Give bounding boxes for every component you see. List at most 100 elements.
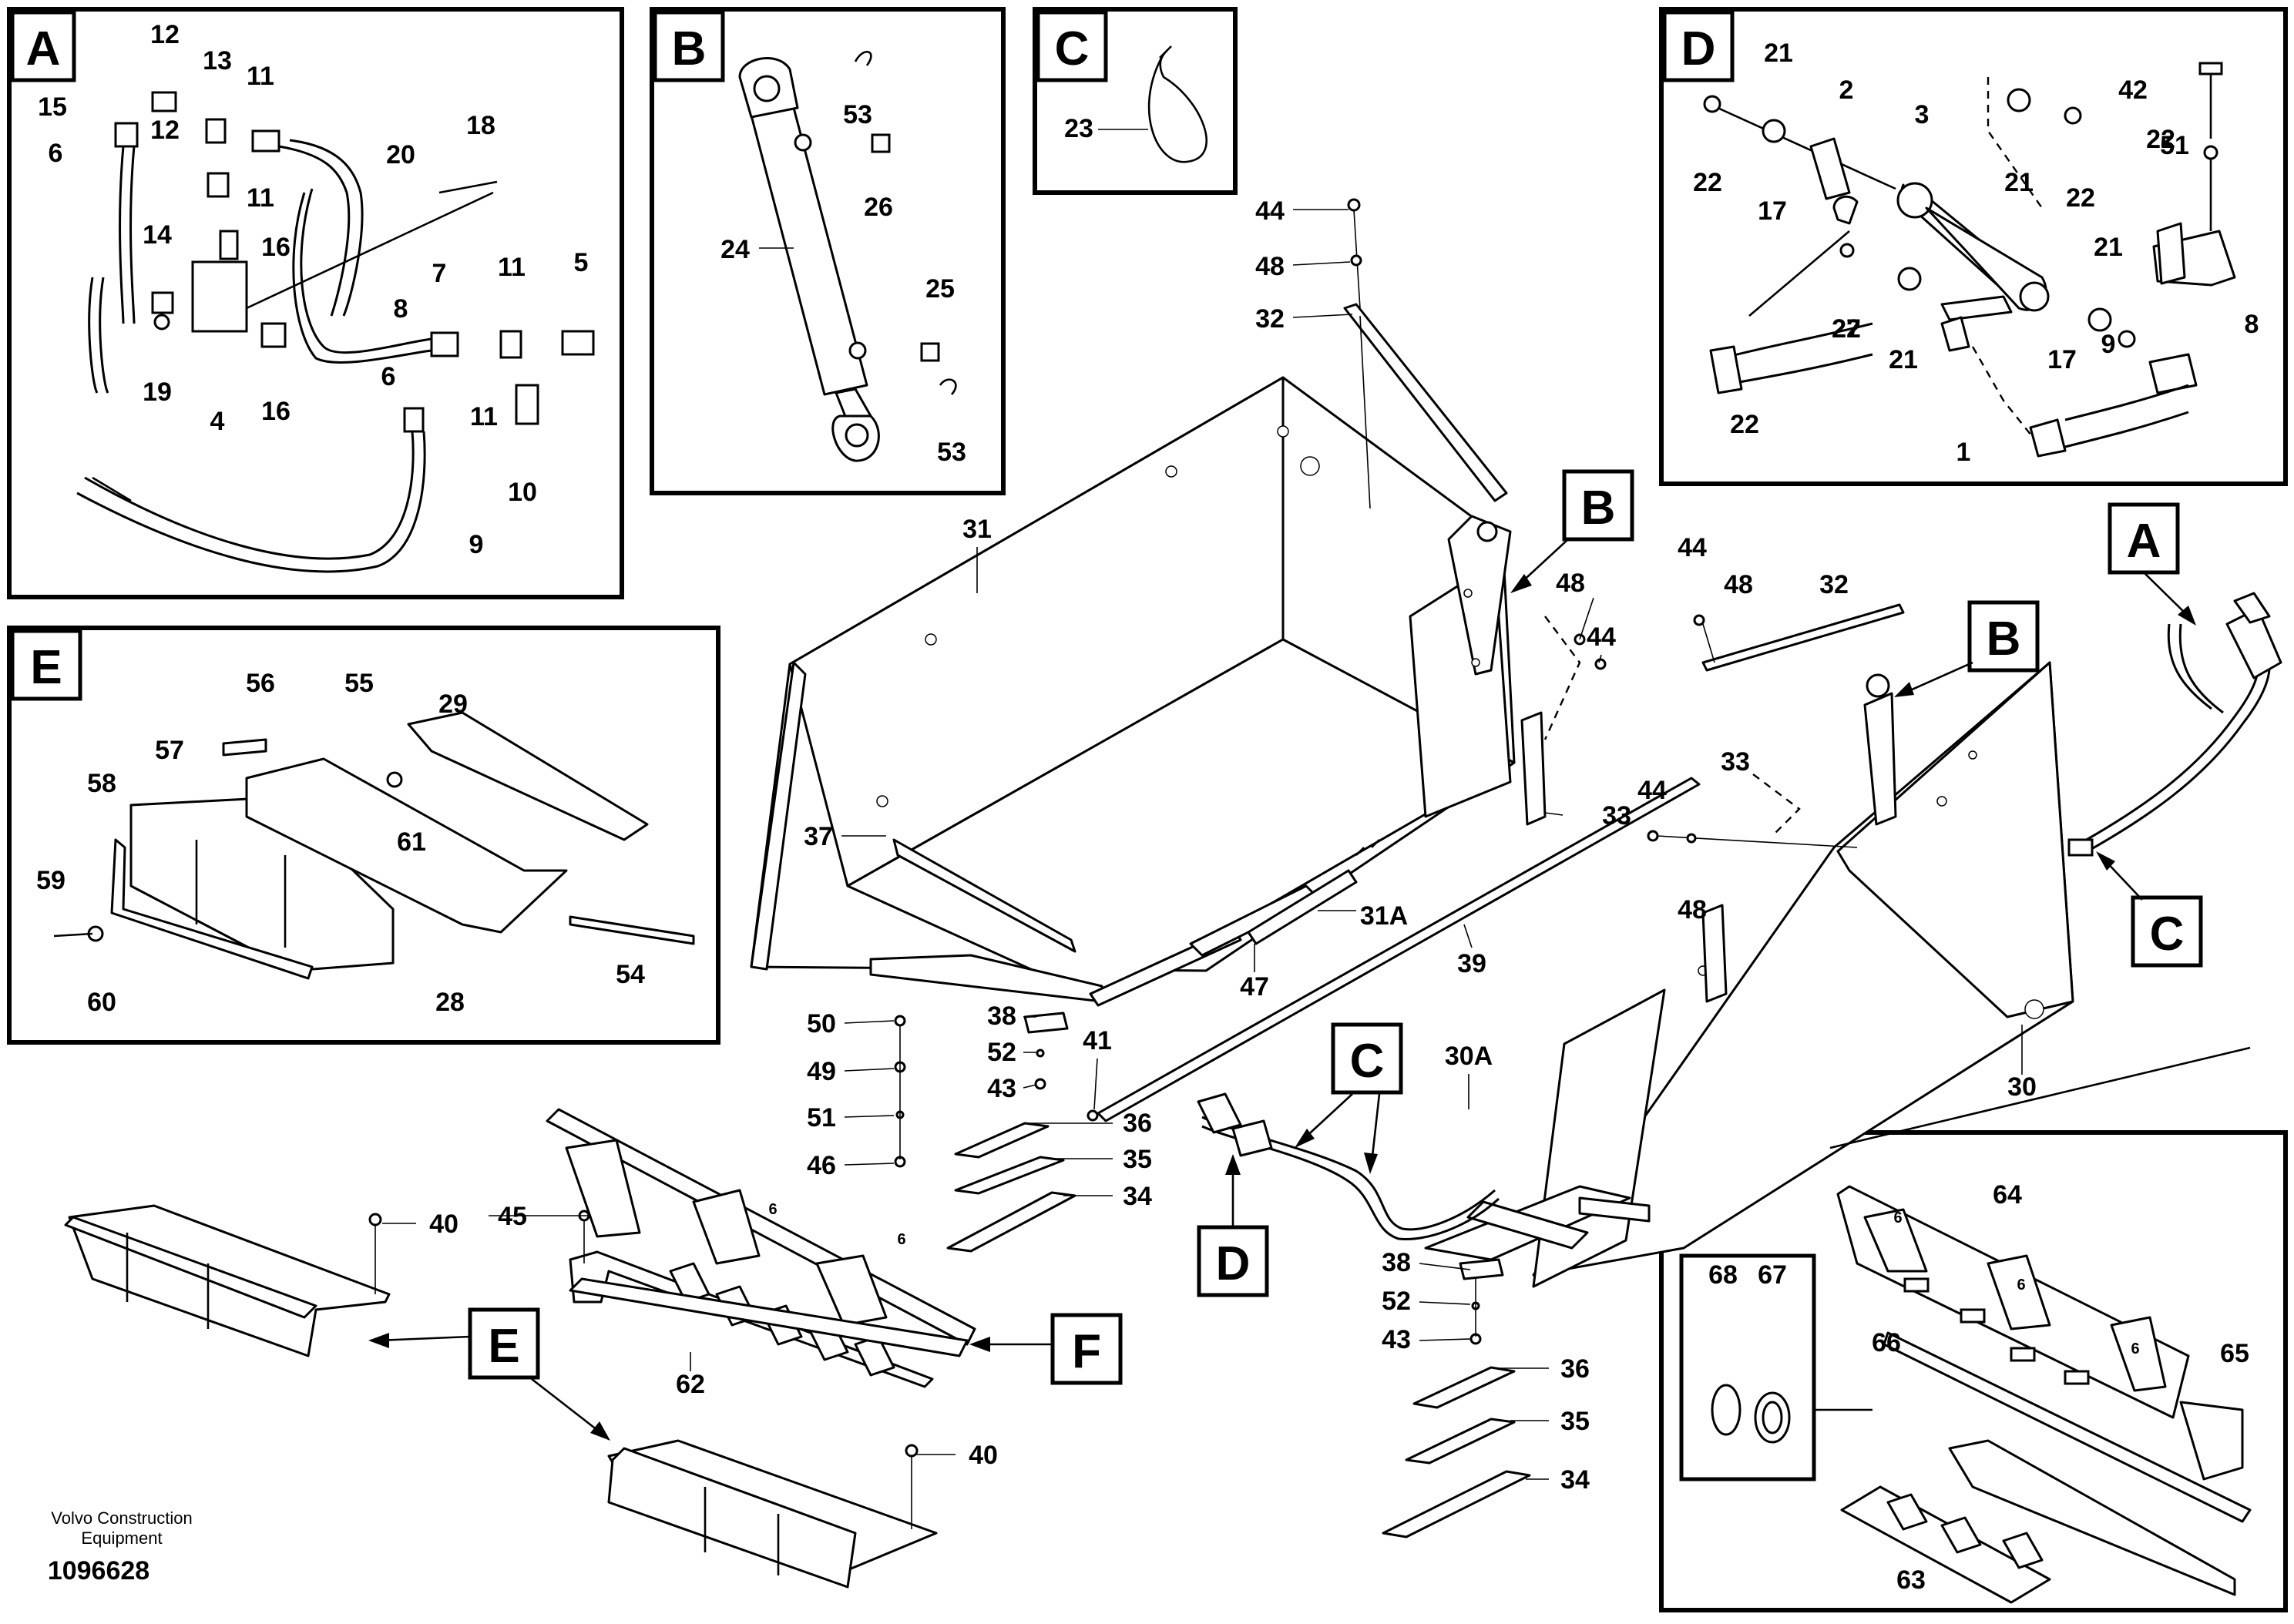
main-callout: B	[1581, 481, 1616, 535]
part-mark: 6	[2017, 1277, 2025, 1293]
panel-a-callout: 12	[150, 116, 180, 145]
panel-a-callout: 20	[386, 140, 415, 169]
main-callout: 44	[1587, 622, 1616, 652]
panel-d-callout: 3	[1915, 100, 1930, 129]
main-callout: 46	[807, 1151, 836, 1180]
part-mark: 6	[768, 1201, 777, 1218]
panel-b-frame	[650, 7, 1006, 495]
panel-b-callout: 26	[864, 193, 893, 222]
panel-e: E 56 55 29 57 58 61 59 60 28 54	[7, 626, 720, 1045]
panel-a-callout: 5	[574, 248, 589, 277]
panel-b-callouts: 53 26 24 25 53	[720, 100, 966, 467]
panel-a-callout: 6	[49, 139, 63, 168]
panel-e-callout: 54	[616, 960, 645, 989]
main-callout: 31	[962, 515, 992, 544]
company-name-line1: Volvo Construction	[51, 1508, 192, 1528]
panel-d-callout: 9	[2101, 330, 2116, 359]
panel-c-tag: C	[1055, 22, 1090, 75]
panel-a-callouts: 15 12 13 11 12 11 6 14 16 16 4 19 20 18 …	[38, 20, 588, 559]
main-callout: E	[488, 1320, 519, 1373]
panel-b-callout: 53	[843, 100, 872, 129]
panel-e-callout: 55	[344, 669, 374, 698]
tag-box-c-1	[2131, 895, 2203, 968]
panel-e-callout: 28	[435, 988, 465, 1017]
part-mark: 6	[897, 1231, 905, 1248]
main-callout: 44	[1255, 196, 1285, 226]
panel-a-callout: 6	[381, 362, 396, 391]
main-callout: 51	[807, 1103, 836, 1132]
panel-c-callout: 23	[1064, 114, 1093, 143]
panel-d-callout: 8	[2245, 310, 2259, 339]
part-mark: 6	[2131, 1340, 2139, 1357]
panel-d-callout: 22	[1693, 168, 1722, 197]
main-callout: 48	[1556, 569, 1585, 598]
hardware-stack-right	[1459, 1258, 1504, 1345]
panel-d-callout: 21	[2094, 233, 2123, 262]
panel-d-callout: 22	[2066, 183, 2095, 213]
panel-d-frame	[1659, 7, 2288, 486]
bucket-30	[1424, 603, 2251, 1288]
cable-assembly	[1197, 1092, 1500, 1241]
panel-e-callouts: 56 55 29 57 58 61 59 60 28 54	[36, 669, 645, 1017]
panel-a-callout: 12	[150, 20, 180, 49]
main-callouts: 44 48 32 31 48 44 44 48 32 37 31A 33 44 …	[429, 196, 2037, 1495]
main-callout: 40	[969, 1441, 998, 1470]
main-callout: 37	[804, 822, 833, 851]
panel-f-callouts: 64 68 67 66 65 63	[1708, 1180, 2249, 1595]
main-callout: 48	[1678, 895, 1707, 924]
main-callout: 36	[1123, 1109, 1152, 1138]
main-callout: 52	[1382, 1287, 1411, 1316]
bracket-e-upper	[64, 1204, 391, 1357]
main-callout: A	[2127, 515, 2161, 568]
panel-a-callout: 9	[469, 530, 484, 559]
main-callout: 38	[1382, 1248, 1411, 1277]
panel-b-callout: 25	[925, 274, 955, 304]
panel-a-callout: 10	[508, 478, 537, 507]
panel-e-tag: E	[30, 641, 62, 694]
panel-a-callout: 8	[394, 294, 408, 324]
panel-e-callout: 58	[87, 769, 116, 798]
bar-32-upper	[1343, 303, 1508, 502]
panel-d-callout: 21	[1889, 345, 1918, 374]
panel-b: B 53 26 24 25 53	[650, 7, 1006, 495]
panel-d: D	[1659, 7, 2288, 486]
main-callout: 43	[1382, 1325, 1411, 1354]
panel-b-callout: 53	[937, 438, 966, 467]
main-callout: 44	[1637, 776, 1667, 805]
tag-box-f	[1050, 1313, 1123, 1385]
panel-f-callout: 67	[1758, 1260, 1787, 1290]
main-callout: 48	[1255, 252, 1285, 281]
panel-f-drawing	[1711, 1185, 2252, 1604]
bolt-44-upper	[1347, 198, 1361, 212]
main-callout: C	[1350, 1035, 1385, 1088]
panel-a-callout: 13	[203, 46, 232, 75]
panel-f-callout: 66	[1872, 1328, 1901, 1357]
panel-a: A	[7, 7, 624, 599]
main-callout: 32	[1819, 570, 1849, 599]
tag-box-a	[2108, 502, 2180, 575]
part-mark: 6	[1893, 1210, 1902, 1226]
panel-d-callout: 21	[1764, 39, 1793, 68]
main-callout: D	[1216, 1237, 1251, 1290]
panel-d-callout: 17	[2047, 345, 2077, 374]
main-callout: 35	[1123, 1145, 1152, 1174]
bucket-31	[750, 376, 1516, 1007]
panel-d-callout: 42	[2118, 75, 2148, 105]
panel-a-drawing	[76, 91, 595, 573]
main-callout: 50	[807, 1009, 836, 1038]
hardware-stack-left	[894, 1012, 1069, 1168]
main-callout: 33	[1602, 801, 1631, 830]
panel-a-callout: 15	[38, 92, 67, 122]
main-callout: 35	[1560, 1407, 1590, 1436]
panel-a-frame	[7, 7, 624, 599]
panel-d-callout: 2	[1839, 75, 1854, 105]
panel-f: F 64 68 67 66 65	[1659, 1130, 2288, 1612]
company-name-line2: Equipment	[81, 1528, 162, 1548]
main-callout: C	[2150, 908, 2185, 961]
panel-e-callout: 29	[438, 690, 468, 719]
main-callout: 30A	[1445, 1042, 1493, 1071]
panel-d-callout: 17	[1758, 196, 1787, 226]
panel-a-callout: 4	[210, 407, 225, 436]
panel-e-frame	[7, 626, 720, 1045]
